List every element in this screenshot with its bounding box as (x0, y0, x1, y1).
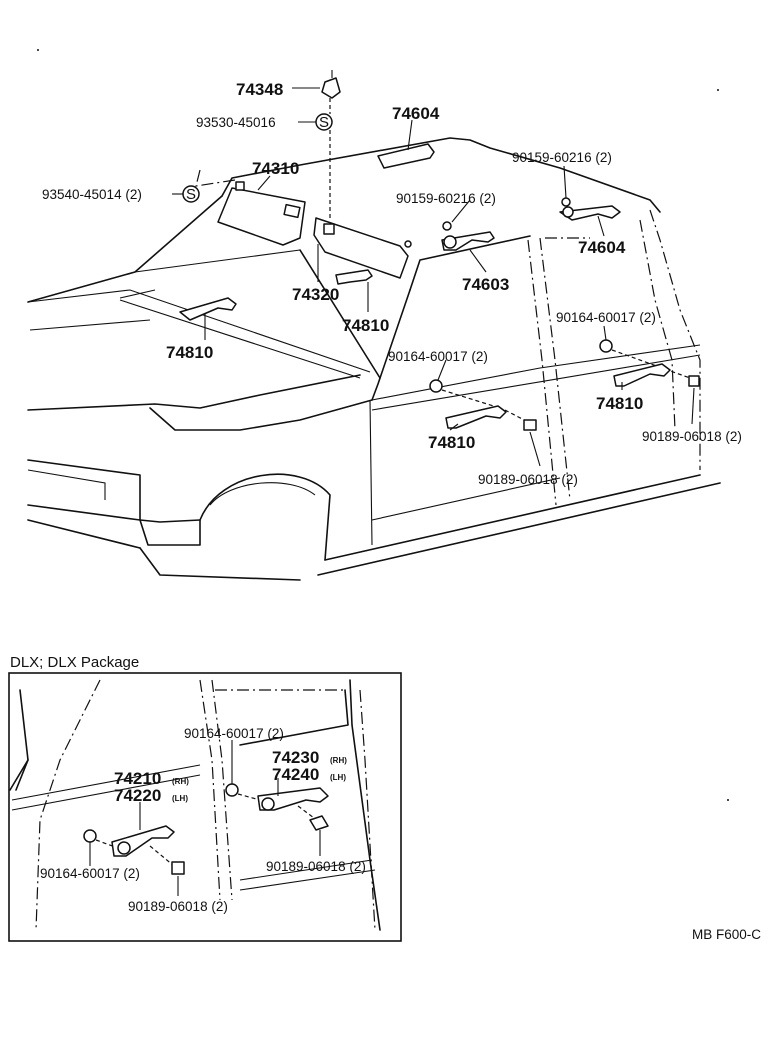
label-74230: 74230 (272, 748, 319, 767)
dlx-inset: DLX; DLX Package (8, 654, 402, 942)
diagram-code: MB F600-C (692, 927, 761, 942)
label-90189-06018-inset-right: 90189-06018 (2) (266, 859, 366, 874)
s-symbol-93540: S (186, 186, 196, 203)
inset-frame (8, 672, 402, 942)
label-74810-front-door: 74810 (428, 433, 475, 452)
label-74603: 74603 (462, 275, 509, 294)
label-90189-06018-rear: 90189-06018 (2) (642, 429, 742, 444)
label-74604-right: 74604 (578, 238, 626, 257)
assist-grip-74604-upper (377, 143, 435, 169)
leader-lines (172, 87, 695, 467)
label-74240-lh: (LH) (330, 773, 346, 782)
screw-90164-inset-center (225, 783, 239, 797)
assist-grip-74810-dash (179, 297, 237, 321)
label-90159-60216-right: 90159-60216 (2) (512, 150, 612, 165)
label-90164-60017-inset-top: 90164-60017 (2) (184, 726, 284, 741)
label-74810-rear: 74810 (596, 394, 643, 413)
label-90164-60017-front: 90164-60017 (2) (388, 349, 488, 364)
main-labels: 74348 93530-45016 74604 74310 93540-4501… (42, 80, 742, 487)
inset-title: DLX; DLX Package (10, 654, 139, 671)
sunvisor-74310 (217, 187, 306, 246)
assist-grip-74604-right (559, 205, 621, 221)
sunvisor-74320 (313, 217, 409, 279)
assist-grip-74230-74240 (257, 787, 329, 811)
label-74810-dash: 74810 (166, 343, 213, 362)
label-74310: 74310 (252, 159, 299, 178)
label-74810-visor: 74810 (342, 316, 389, 335)
screw-90164-front (429, 379, 443, 393)
label-74348: 74348 (236, 80, 283, 99)
truck-cab-outline (27, 137, 721, 581)
label-93530-45016: 93530-45016 (196, 115, 276, 130)
label-90189-06018-front: 90189-06018 (2) (478, 472, 578, 487)
label-74230-rh: (RH) (330, 756, 347, 765)
label-93540-45014: 93540-45014 (2) (42, 187, 142, 202)
s-symbol-93530: S (319, 114, 329, 131)
label-90164-60017-inset-left: 90164-60017 (2) (40, 866, 140, 881)
parts: S S (179, 70, 700, 431)
label-90159-60216-center: 90159-60216 (2) (396, 191, 496, 206)
clip-74348 (321, 77, 341, 99)
label-90164-60017-rear: 90164-60017 (2) (556, 310, 656, 325)
label-74210-rh: (RH) (172, 777, 189, 786)
screw-90164-rear (599, 339, 613, 353)
screw-90164-inset-left (83, 829, 97, 843)
label-74210: 74210 (114, 769, 161, 788)
label-74604-upper: 74604 (392, 104, 440, 123)
label-74320: 74320 (292, 285, 339, 304)
assist-grip-74810-rear (613, 363, 671, 387)
label-74240: 74240 (272, 765, 319, 784)
label-74220-lh: (LH) (172, 794, 188, 803)
label-90189-06018-inset-bottom: 90189-06018 (2) (128, 899, 228, 914)
assist-grip-74810-visor (335, 269, 373, 285)
label-74220: 74220 (114, 786, 161, 805)
assist-grip-74810-front-door (445, 405, 507, 429)
